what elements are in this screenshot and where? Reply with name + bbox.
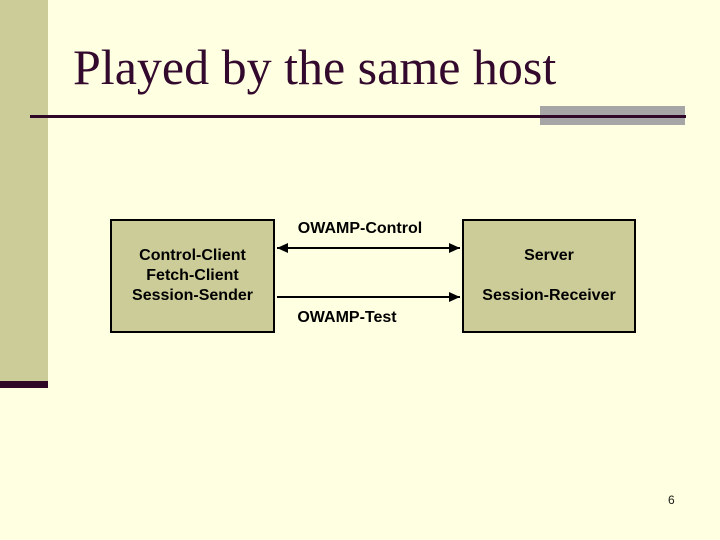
sidebar-accent-bar: [0, 0, 48, 381]
left-box-client-roles: Control-Client Fetch-Client Session-Send…: [110, 219, 275, 333]
owamp-control-arrow: [277, 243, 460, 253]
owamp-test-arrow: [277, 292, 460, 302]
left-box-line: Session-Sender: [132, 287, 253, 304]
left-box-line: Control-Client: [139, 247, 246, 264]
right-box-line: Session-Receiver: [482, 287, 616, 304]
owamp-test-label: OWAMP-Test: [297, 309, 397, 326]
title-underline: [30, 115, 686, 118]
arrowhead-right-icon: [449, 243, 460, 253]
right-box-line: Server: [524, 247, 574, 264]
left-box-line: Fetch-Client: [146, 267, 239, 284]
sidebar-bottom-bar: [0, 381, 48, 388]
arrowhead-right-icon: [449, 292, 460, 302]
slide-title: Played by the same host: [73, 39, 557, 95]
right-box-server-roles: Server Session-Receiver: [462, 219, 636, 333]
owamp-control-label: OWAMP-Control: [297, 220, 423, 237]
arrowhead-left-icon: [277, 243, 288, 253]
page-number: 6: [668, 493, 675, 507]
